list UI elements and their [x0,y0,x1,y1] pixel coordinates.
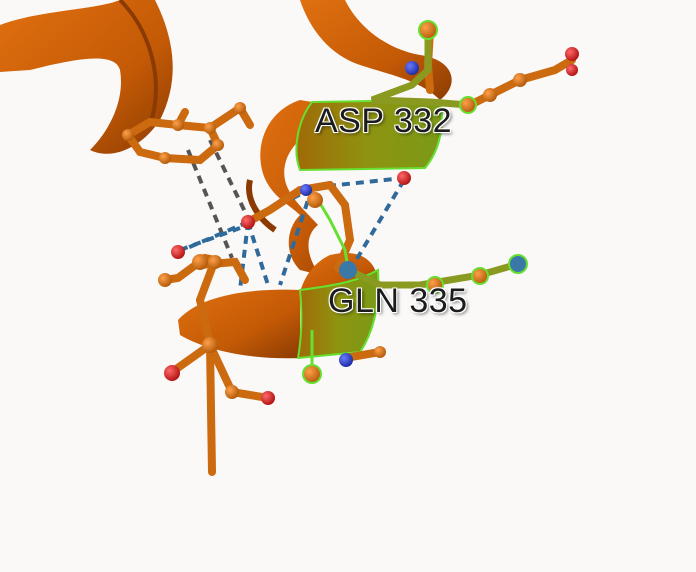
ribbon-upper-right [300,0,452,100]
ribbon-highlight-gln [296,268,380,360]
residue-label-asp-332: ASP 332 [315,102,453,140]
ribbon-upper-left [0,0,173,154]
ribbon-highlight-asp [295,98,443,172]
residue-label-gln-335: GLN 335 [328,282,468,320]
atoms-nitrogen [300,61,528,367]
side-chains [124,26,576,476]
atoms-carbon [122,20,527,399]
highlighted-stick-fill [344,26,522,289]
atoms-oxygen [164,47,579,405]
